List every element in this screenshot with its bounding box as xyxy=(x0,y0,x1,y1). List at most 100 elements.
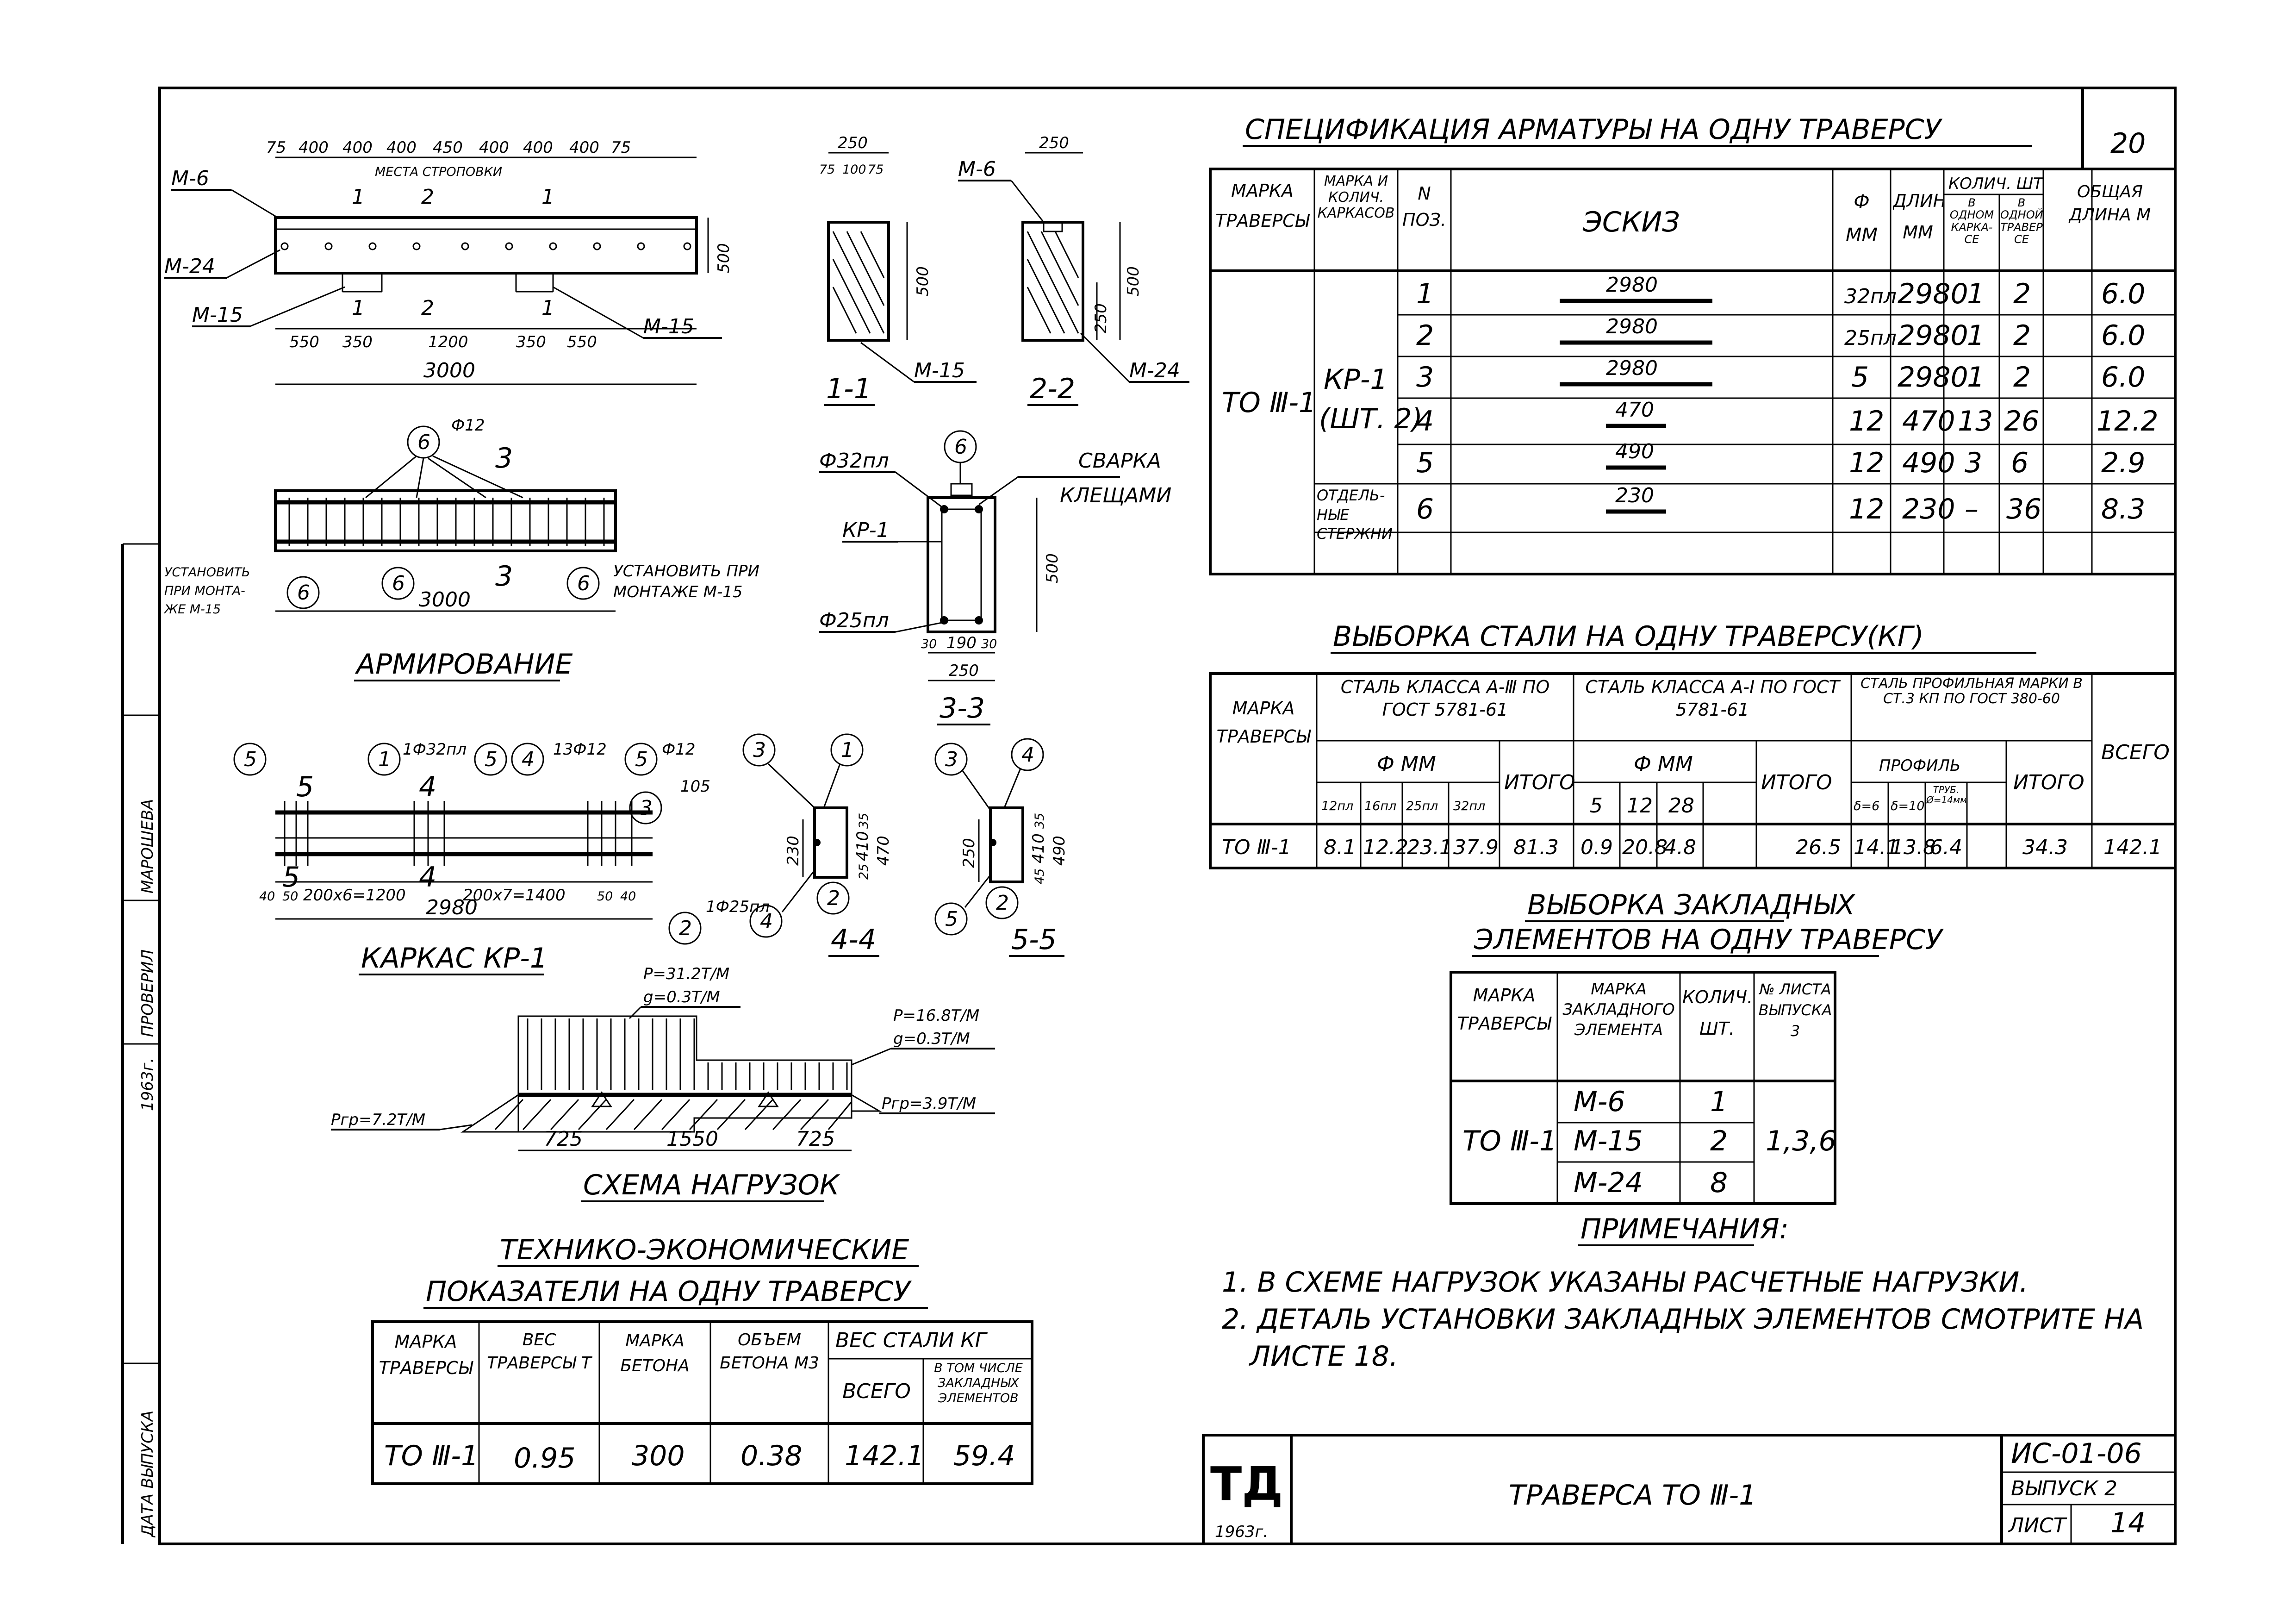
sheet-designation: ИС-01-06 xyxy=(2011,1437,2142,1470)
sec22-label-m24: М-24 xyxy=(1129,359,1180,382)
embed-table: ВЫБОРКА ЗАКЛАДНЫХ ЭЛЕМЕНТОВ НА ОДНУ ТРАВ… xyxy=(1450,889,1944,1205)
steel-a3-4: 37.9 xyxy=(1453,836,1499,859)
spec-r2-sketch: 2980 xyxy=(1606,315,1658,338)
sheet-no: 14 xyxy=(2110,1507,2146,1539)
steel-a1-2: 20.8 xyxy=(1622,836,1668,859)
arm-length: 3000 xyxy=(419,588,471,612)
sec11-d3: 75 xyxy=(868,162,884,177)
load-d2: 1550 xyxy=(666,1127,718,1151)
spec-r3-qb: 2 xyxy=(2013,361,2031,394)
spec-h-pos: N ПОЗ. xyxy=(1402,183,1446,230)
frame-end-1: 40 xyxy=(259,889,275,904)
sec33-title: 3-3 xyxy=(940,692,985,725)
sec11-d2: 100 xyxy=(842,162,866,177)
beam-height: 500 xyxy=(715,243,733,273)
frame-end-2: 50 xyxy=(282,889,298,904)
embed-title-1: ВЫБОРКА ЗАКЛАДНЫХ xyxy=(1527,889,1856,921)
sec44-pos-3: 3 xyxy=(753,738,766,762)
spec-r1-pos: 1 xyxy=(1416,278,1434,310)
embed-h-sheet: № ЛИСТА ВЫПУСКА 3 xyxy=(1759,981,1832,1040)
stamp-side-date: ДАТА ВЫПУСКА xyxy=(138,1411,157,1538)
sec44-d230: 230 xyxy=(784,836,803,866)
note-2: 2. ДЕТАЛЬ УСТАНОВКИ ЗАКЛАДНЫХ ЭЛЕМЕНТОВ … xyxy=(1222,1303,2144,1336)
spec-h-brand: МАРКА ТРАВЕРСЫ xyxy=(1215,181,1309,231)
frame-d105: 105 xyxy=(680,777,710,796)
steel-a3-3: 23.1 xyxy=(1407,836,1452,859)
beam-dim-top-1: 75 xyxy=(266,138,286,157)
frame-cut-4-top: 4 xyxy=(419,771,436,803)
frame-length: 2980 xyxy=(426,896,478,919)
beam-dim-top-4: 400 xyxy=(386,138,417,157)
steel-title: ВЫБОРКА СТАЛИ НА ОДНУ ТРАВЕРСУ(КГ) xyxy=(1333,620,1924,653)
sec33-d3: 30 xyxy=(981,637,997,651)
load-r2: Ргр=3.9Т/М xyxy=(882,1094,976,1113)
tech-h-concrete: МАРКА БЕТОНА xyxy=(620,1331,689,1375)
steel-sub-prof-3: ТРУБ. Ø=14мм xyxy=(1926,785,1966,805)
steel-prof-2: 13.8 xyxy=(1891,836,1936,859)
sheet-issue: ВЫПУСК 2 xyxy=(2011,1477,2117,1500)
sec55-d45: 45 xyxy=(1033,868,1047,884)
steel-prof-total: 34.3 xyxy=(2022,836,2068,859)
sec33-pos: 6 xyxy=(954,435,967,459)
sec44-pos-2: 2 xyxy=(827,887,840,910)
beam-cut-1: 1 xyxy=(352,185,365,209)
steel-sub-prof-1: δ=6 xyxy=(1854,799,1879,813)
spec-r6-qf: – xyxy=(1965,493,1979,525)
beam-cut-2: 2 xyxy=(421,185,434,209)
frame-label-13f12: 13Ф12 xyxy=(553,740,607,759)
beam-cut-6: 1 xyxy=(541,296,554,320)
steel-sub-a1-3: 28 xyxy=(1668,794,1694,818)
load-g2: g=0.3Т/М xyxy=(893,1030,970,1048)
steel-h-total: ВСЕГО xyxy=(2101,741,2170,764)
spec-h-len: ДЛИНА ММ xyxy=(1893,191,1943,243)
beam-dim-bot-3: 1200 xyxy=(428,333,468,351)
spec-r2-qf: 1 xyxy=(1967,319,1985,352)
load-p1: P=31.2Т/М xyxy=(643,965,729,983)
spec-r1-sketch: 2980 xyxy=(1606,273,1658,297)
section-4-4: 3 1 2 4 230 35 410 25 470 4-4 xyxy=(742,733,893,957)
steel-h-a3: СТАЛЬ КЛАССА А-Ⅲ ПО ГОСТ 5781-61 xyxy=(1341,677,1550,720)
steel-sub-a3-4: 32пл xyxy=(1453,799,1485,813)
arm-pos-top-label: 6 xyxy=(417,431,430,454)
tech-h-weight: ВЕС ТРАВЕРСЫ Т xyxy=(487,1330,591,1373)
beam-label-m6: М-6 xyxy=(171,167,209,190)
sec44-d35: 35 xyxy=(857,813,871,829)
tech-incl: 59.4 xyxy=(953,1440,1015,1472)
spec-r4-dia: 12 xyxy=(1849,405,1884,437)
spec-r3-sketch: 2980 xyxy=(1606,356,1658,380)
sec55-title: 5-5 xyxy=(1011,924,1057,956)
sec44-d410: 410 xyxy=(853,831,872,861)
stamp-side-year: 1963г. xyxy=(138,1058,157,1111)
notes-title: ПРИМЕЧАНИЯ: xyxy=(1580,1213,1789,1245)
embed-qty-2: 2 xyxy=(1710,1125,1728,1157)
spec-h-frames: МАРКА И КОЛИЧ. КАРКАСОВ xyxy=(1318,174,1395,221)
sec55-pos-3: 3 xyxy=(945,748,958,771)
load-p2: P=16.8Т/М xyxy=(893,1006,979,1025)
load-scheme: P=31.2Т/М g=0.3Т/М P=16.8Т/М g=0.3Т/М Рг… xyxy=(331,965,995,1202)
spec-frame-1: КР-1 xyxy=(1324,363,1388,396)
sec22-label-m6: М-6 xyxy=(958,157,996,181)
tech-h-brand: МАРКА ТРАВЕРСЫ xyxy=(379,1331,473,1378)
sec44-d25: 25 xyxy=(857,864,871,880)
steel-brand: ТО Ⅲ-1 xyxy=(1222,836,1291,859)
frame-pos-3: 3 xyxy=(640,796,653,820)
spec-r5-sketch: 490 xyxy=(1615,440,1654,463)
spec-r4-len: 470 xyxy=(1902,405,1955,437)
steel-table: ВЫБОРКА СТАЛИ НА ОДНУ ТРАВЕРСУ(КГ) МАРКА… xyxy=(1209,620,2177,869)
spec-h-qty: КОЛИЧ. ШТ xyxy=(1948,175,2044,193)
sec33-width: 250 xyxy=(949,662,979,680)
arm-pos-right: 6 xyxy=(577,572,590,595)
frame-label-f12: Ф12 xyxy=(662,740,696,759)
section-2-2: 250 250 500 М-6 М-24 2-2 xyxy=(958,134,1189,406)
steel-prof-3: 6.4 xyxy=(1930,836,1962,859)
frame-pos-5b: 5 xyxy=(485,748,498,771)
spec-r1-qb: 2 xyxy=(2013,278,2031,310)
frame-pos-1: 1 xyxy=(378,748,391,771)
spec-r4-sketch: 470 xyxy=(1615,398,1654,422)
arm-cut-top: 3 xyxy=(495,442,513,475)
sec55-d250: 250 xyxy=(960,838,978,868)
beam-dim-top-9: 75 xyxy=(611,138,631,157)
embed-el-2: М-15 xyxy=(1574,1125,1643,1157)
steel-sub-a3-2: 16пл xyxy=(1364,799,1396,813)
embed-qty-1: 1 xyxy=(1710,1086,1728,1118)
